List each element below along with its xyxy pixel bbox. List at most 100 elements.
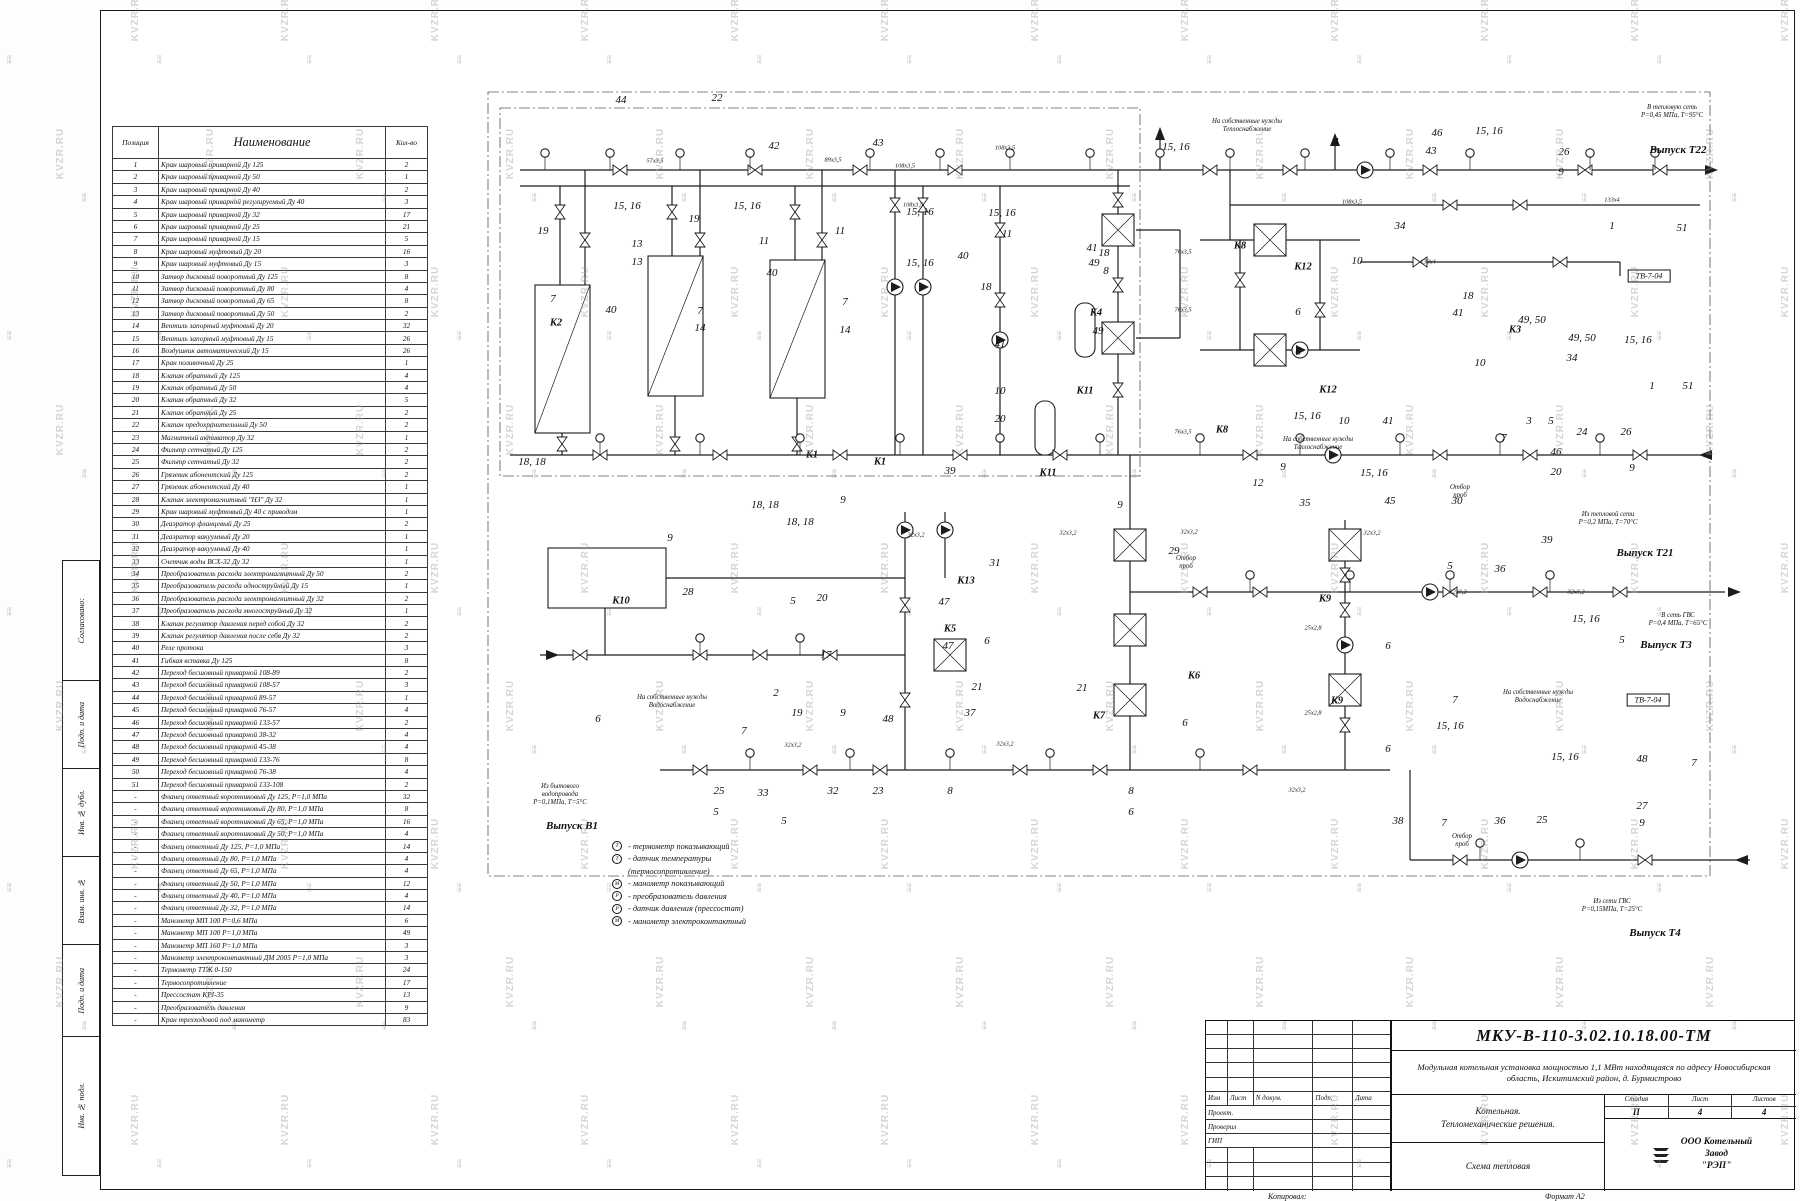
cell-name: Воздушник автоматический Ду 15 [158,343,386,358]
cell-name: Затвор дисковый поворотный Ду 80 [158,281,386,296]
cell-qty: 8 [385,269,428,283]
titleblock-row [1206,1063,1390,1078]
cell-name: Фланец ответный воротниковый Ду 80, Р=1,… [158,802,386,816]
pump-icon [891,282,901,292]
cell-position: 5 [112,207,159,221]
titleblock-empty-cell [1353,1021,1390,1034]
cell-qty: 3 [385,938,428,953]
cell-position: 47 [112,727,159,742]
instrument-icon [795,433,805,443]
instrument-icon [845,748,855,758]
valve-icon [747,164,763,176]
titleblock-empty-cell [1228,1077,1254,1091]
cell-name: Манометр электроконтактный ДМ 2005 Р=1,0… [158,950,386,965]
heat-exchanger-icon [1113,613,1147,647]
stage-label: Стадия [1605,1095,1669,1106]
titleblock-empty-cell [1206,1035,1228,1049]
cell-position: 42 [112,665,159,680]
titleblock-empty-cell [1353,1177,1390,1191]
titleblock-header-cell: Лист [1228,1091,1254,1105]
document-description: Модульная котельная установка мощностью … [1391,1051,1796,1095]
titleblock-empty-cell [1353,1035,1390,1048]
cell-name: Фланец ответный Ду 40, Р=1,0 МПа [158,889,386,903]
valve-icon [1112,382,1124,398]
cell-qty: 1 [385,690,428,705]
title-block: МКУ-В-110-3.02.10.18.00-ТМ Модульная кот… [1205,1020,1796,1191]
zone-boundary [499,107,1141,477]
cell-position: 24 [112,442,159,457]
cell-name: Кран шаровый приварной регулируемый Ду 4… [158,195,386,209]
legend-symbol-icon: М [612,916,622,927]
valve-icon [852,164,868,176]
cell-position: 25 [112,455,159,469]
titleblock-empty-cell [1313,1134,1354,1148]
titleblock-empty-cell [1206,1176,1228,1191]
instrument-icon [1295,433,1305,443]
cell-qty: 8 [385,294,428,308]
company-logo [1652,1148,1669,1163]
cell-position: 44 [112,690,159,705]
valve-icon [1532,586,1548,598]
cell-qty: 4 [385,889,428,903]
pump-icon [1341,640,1351,650]
instrument-icon [1650,148,1660,158]
flow-arrow-icon [1155,127,1165,140]
titleblock-empty-cell [1353,1063,1390,1076]
legend-symbol-icon: Р [612,891,622,902]
titleblock-empty-cell [1313,1035,1354,1049]
titleblock-empty-cell [1254,1049,1314,1063]
instrument-icon [1095,433,1105,443]
valve-icon [694,232,706,248]
cell-position: 19 [112,381,159,395]
titleblock-empty-cell [1313,1120,1354,1134]
cell-name: Кран шаровый приварной Ду 25 [158,219,386,234]
valve-icon [572,649,588,661]
cell-qty: 6 [385,913,428,928]
legend-item: Р- датчик давления (прессостат) [612,903,746,916]
titleblock-empty-cell [1353,1078,1390,1091]
cell-qty: 2 [385,182,428,197]
cell-position: - [112,839,159,853]
cell-position: - [112,1012,159,1027]
column-header-name: Наименование [158,126,386,159]
cell-qty: 17 [385,975,428,990]
titleblock-empty-cell [1206,1162,1228,1176]
heat-exchanger-icon [933,638,967,672]
cell-qty: 14 [385,839,428,853]
cell-qty: 3 [385,257,428,271]
cell-qty: 26 [385,331,428,345]
valve-icon [889,197,901,213]
cell-qty: 1 [385,579,428,593]
side-stamp-label: Инв. № дубл. [76,789,86,836]
cell-qty: 2 [385,405,428,420]
cell-name: Затвор дисковый поворотный Ду 65 [158,294,386,308]
cell-name: Деаэратор вакуумный Ду 20 [158,529,386,544]
valve-icon [1112,192,1124,208]
instrument-icon [605,148,615,158]
cell-position: - [112,975,159,990]
cell-position: 36 [112,591,159,606]
legend-item: Т- термометр показывающий [612,840,746,853]
cell-qty: 2 [385,467,428,482]
cell-qty: 4 [385,765,428,779]
side-stamp-label: Согласовано: [76,597,86,644]
cell-position: - [112,889,159,903]
watermark: KVZR.RU [55,127,67,180]
titleblock-empty-cell [1206,1077,1228,1091]
cell-name: Переход бесшовный приварной 108-89 [158,665,386,680]
cell-name: Преобразователь расхода электромагнитный… [158,591,386,606]
cell-position: 8 [112,244,159,259]
flow-arrow-icon [1705,165,1718,175]
heat-exchanger-icon [1101,321,1135,355]
